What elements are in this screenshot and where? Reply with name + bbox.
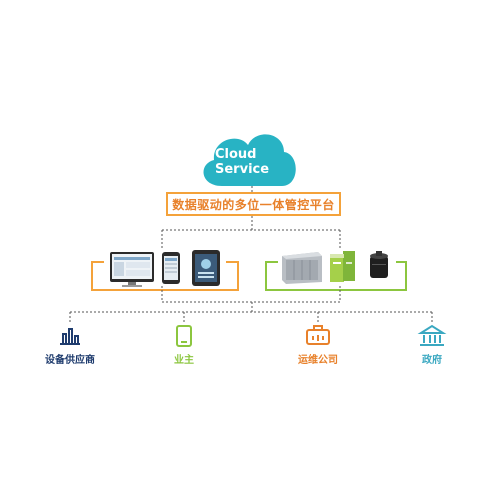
government-building-icon (417, 324, 447, 346)
phone-icon (162, 252, 180, 284)
left-group-bracket (91, 261, 239, 291)
cloud-label-line2: Service (215, 162, 270, 177)
battery-cell-icon (370, 251, 388, 278)
cloud-label-line1: Cloud (215, 147, 257, 162)
battery-cabinet-icon (282, 252, 322, 284)
platform-label: 数据驱动的多位一体管控平台 (172, 197, 335, 212)
cloud-service-label: Cloud Service (215, 147, 285, 177)
stakeholder-label-owner: 业主 (174, 355, 194, 366)
cloud-shape (203, 134, 296, 186)
mobile-icon (176, 325, 192, 347)
stakeholder-label-om-company: 运维公司 (298, 355, 338, 366)
tablet-icon (192, 250, 220, 286)
monitor-icon (110, 252, 154, 287)
stakeholder-label-equipment-supplier: 设备供应商 (45, 355, 95, 366)
stakeholder-distribution-line (69, 311, 433, 324)
stakeholder-label-government: 政府 (422, 355, 442, 366)
platform-box: 数据驱动的多位一体管控平台 (166, 192, 341, 216)
right-group-bracket (265, 261, 407, 291)
toolbox-icon (306, 325, 330, 345)
platform-bracket (161, 216, 341, 248)
battery-module-icon (330, 251, 355, 282)
bar-chart-icon (60, 328, 80, 345)
groups-bottom-bracket (161, 286, 341, 312)
